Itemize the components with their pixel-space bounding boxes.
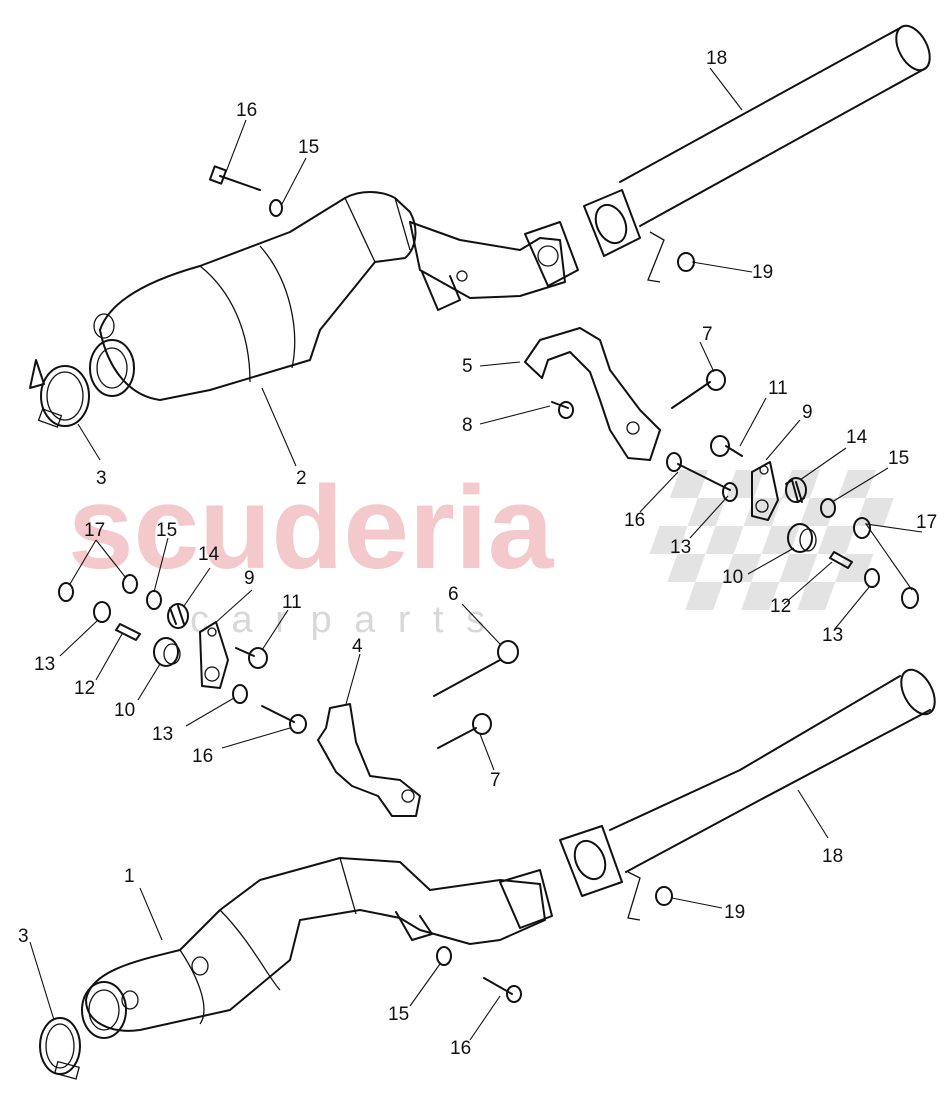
nut-17-right-a [853, 517, 871, 539]
washer-15-right [820, 498, 836, 518]
callout-18-lower: 18 [822, 846, 843, 867]
callout-10-right: 10 [722, 567, 743, 588]
callout-15-left: 15 [156, 520, 177, 541]
washer-13-left-a [93, 601, 111, 623]
callout-8: 8 [462, 415, 473, 436]
callout-4: 4 [352, 636, 363, 657]
watermark-checker [649, 470, 894, 610]
spring-14-right [785, 477, 807, 503]
bracket-4 [317, 703, 421, 817]
callout-16-left: 16 [192, 746, 213, 767]
washer-15-lower [436, 946, 452, 966]
callout-14-left: 14 [198, 544, 220, 565]
callout-16-right: 16 [624, 510, 645, 531]
bolt-16-right [666, 452, 731, 491]
washer-13-right-b [864, 568, 880, 588]
callout-14-right: 14 [846, 427, 868, 448]
bracket-9-left [199, 621, 229, 689]
callout-12-right: 12 [770, 596, 791, 617]
clamp-upper [29, 359, 90, 428]
callout-19-lower: 19 [724, 902, 745, 923]
nut-19-lower [655, 886, 673, 906]
catalytic-converter-upper [89, 191, 579, 401]
bolt-16-left [261, 705, 307, 734]
callout-13-right-a: 13 [670, 537, 691, 558]
callout-13-left-b: 13 [152, 724, 173, 745]
leader-lines [29, 67, 923, 1041]
nut-17-left-b [122, 574, 138, 594]
break-mark-upper [647, 231, 665, 283]
callout-7-lower: 7 [490, 770, 501, 791]
callout-9-right: 9 [802, 402, 813, 423]
break-mark-lower [627, 871, 641, 921]
callout-17-right: 17 [916, 512, 937, 533]
callout-15-upper: 15 [298, 137, 319, 158]
callout-15-right: 15 [888, 448, 909, 469]
callout-13-right-b: 13 [822, 625, 843, 646]
bolt-6 [433, 640, 519, 697]
callout-7-upper: 7 [702, 324, 713, 345]
nut-17-left-a [58, 582, 74, 602]
callout-3-upper: 3 [96, 468, 107, 489]
sleeve-12-left [115, 623, 141, 641]
callout-11-right: 11 [768, 378, 788, 399]
bolt-7-lower [437, 713, 492, 749]
callout-9-left: 9 [244, 568, 255, 589]
bolt-16-lower [483, 977, 522, 1003]
callout-labels: 18 16 15 19 7 5 8 3 2 11 9 14 15 17 16 1… [18, 48, 937, 1059]
callout-16-lower: 16 [450, 1038, 471, 1059]
bolt-7-upper [671, 369, 726, 409]
nut-17-right-b [901, 587, 919, 609]
callout-11-left: 11 [282, 592, 302, 613]
bolt-11-upper [710, 435, 743, 457]
bracket-5 [524, 327, 661, 461]
bolt-8 [551, 401, 574, 419]
callout-15-lower: 15 [388, 1004, 409, 1025]
washer-13-left-b [232, 684, 248, 704]
callout-17-left: 17 [84, 520, 105, 541]
spring-14-left [167, 603, 189, 629]
watermark-tagline: c a r p a r t s [190, 599, 491, 641]
callout-12-left: 12 [74, 678, 95, 699]
watermark-brand: scuderia [68, 462, 555, 594]
callout-16-upper: 16 [236, 100, 257, 121]
callout-2: 2 [296, 468, 307, 489]
bushing-10-right [787, 523, 817, 553]
callout-10-left: 10 [114, 700, 135, 721]
callout-5: 5 [462, 356, 473, 377]
nut-19-upper [677, 252, 695, 272]
catalytic-converter-lower [81, 857, 553, 1039]
clamp-lower [39, 1017, 81, 1080]
callout-6: 6 [448, 584, 459, 605]
sleeve-12-right [829, 551, 853, 569]
bushing-10-left [153, 637, 181, 667]
callout-13-left-a: 13 [34, 654, 55, 675]
washer-13-right-a [722, 482, 738, 502]
tail-pipe-upper [583, 24, 931, 257]
bracket-9-right [751, 461, 779, 521]
tail-pipe-lower [559, 668, 936, 897]
callout-3-lower: 3 [18, 926, 29, 947]
callout-18-upper: 18 [706, 48, 727, 69]
callout-1: 1 [124, 866, 135, 887]
bolt-11-left [235, 647, 268, 669]
callout-19-upper: 19 [752, 262, 773, 283]
washer-15-upper [269, 199, 283, 217]
bolt-16-upper [208, 165, 261, 191]
